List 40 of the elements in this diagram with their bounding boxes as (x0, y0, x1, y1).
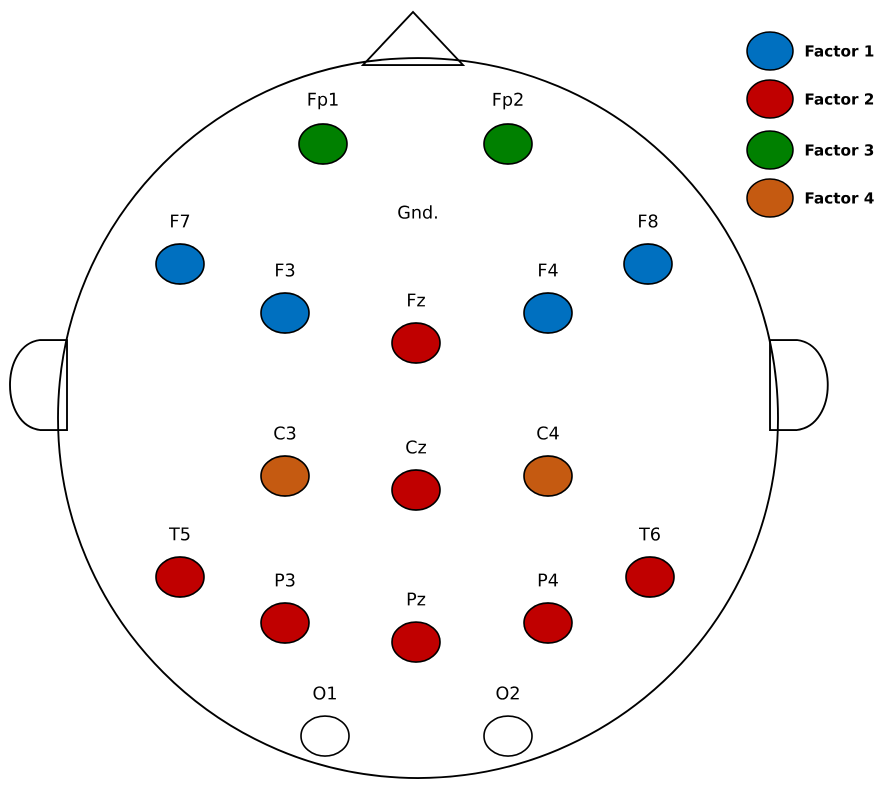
electrode-marker (523, 455, 573, 497)
electrode-marker (391, 322, 441, 364)
electrode-marker (483, 715, 533, 757)
electrode-marker (155, 556, 205, 598)
electrode-marker (260, 602, 310, 644)
electrode-label: P4 (538, 574, 558, 586)
electrode-label: C4 (537, 426, 559, 440)
electrode-marker (298, 123, 348, 165)
legend-label: Factor 2 (806, 93, 874, 105)
legend-label: Factor 1 (806, 45, 874, 57)
electrode-marker (300, 715, 350, 757)
electrode-label: T5 (169, 527, 190, 541)
electrode-label: F7 (171, 214, 190, 228)
electrode-label: P3 (276, 573, 294, 587)
electrode-marker (260, 455, 310, 497)
legend-label: Factor 3 (806, 144, 874, 156)
electrode-marker (155, 243, 205, 285)
electrode-marker (523, 292, 573, 334)
electrode-label: F8 (639, 214, 658, 228)
electrode-marker (260, 292, 310, 334)
electrode-marker (623, 243, 673, 285)
electrode-marker (391, 469, 441, 511)
electrode-label: O2 (496, 686, 519, 700)
electrode-label: F3 (276, 263, 294, 277)
electrode-label: Fp2 (494, 92, 522, 110)
head-outline (57, 57, 779, 779)
electrode-marker (523, 602, 573, 644)
electrode-marker (625, 556, 675, 598)
electrode-label: Cz (406, 440, 426, 454)
electrode-label: Pz (408, 592, 426, 606)
electrode-label: Fp1 (308, 92, 338, 110)
electrode-label: Fz (408, 294, 425, 306)
electrode-label: O1 (314, 686, 336, 700)
electrode-marker (483, 123, 533, 165)
ground-label: Gnd. (398, 205, 437, 219)
electrode-label: F4 (539, 264, 558, 276)
electrode-marker (391, 621, 441, 663)
electrode-label: T6 (639, 527, 660, 541)
legend-label: Factor 4 (806, 192, 874, 204)
electrode-label: C3 (274, 426, 296, 440)
